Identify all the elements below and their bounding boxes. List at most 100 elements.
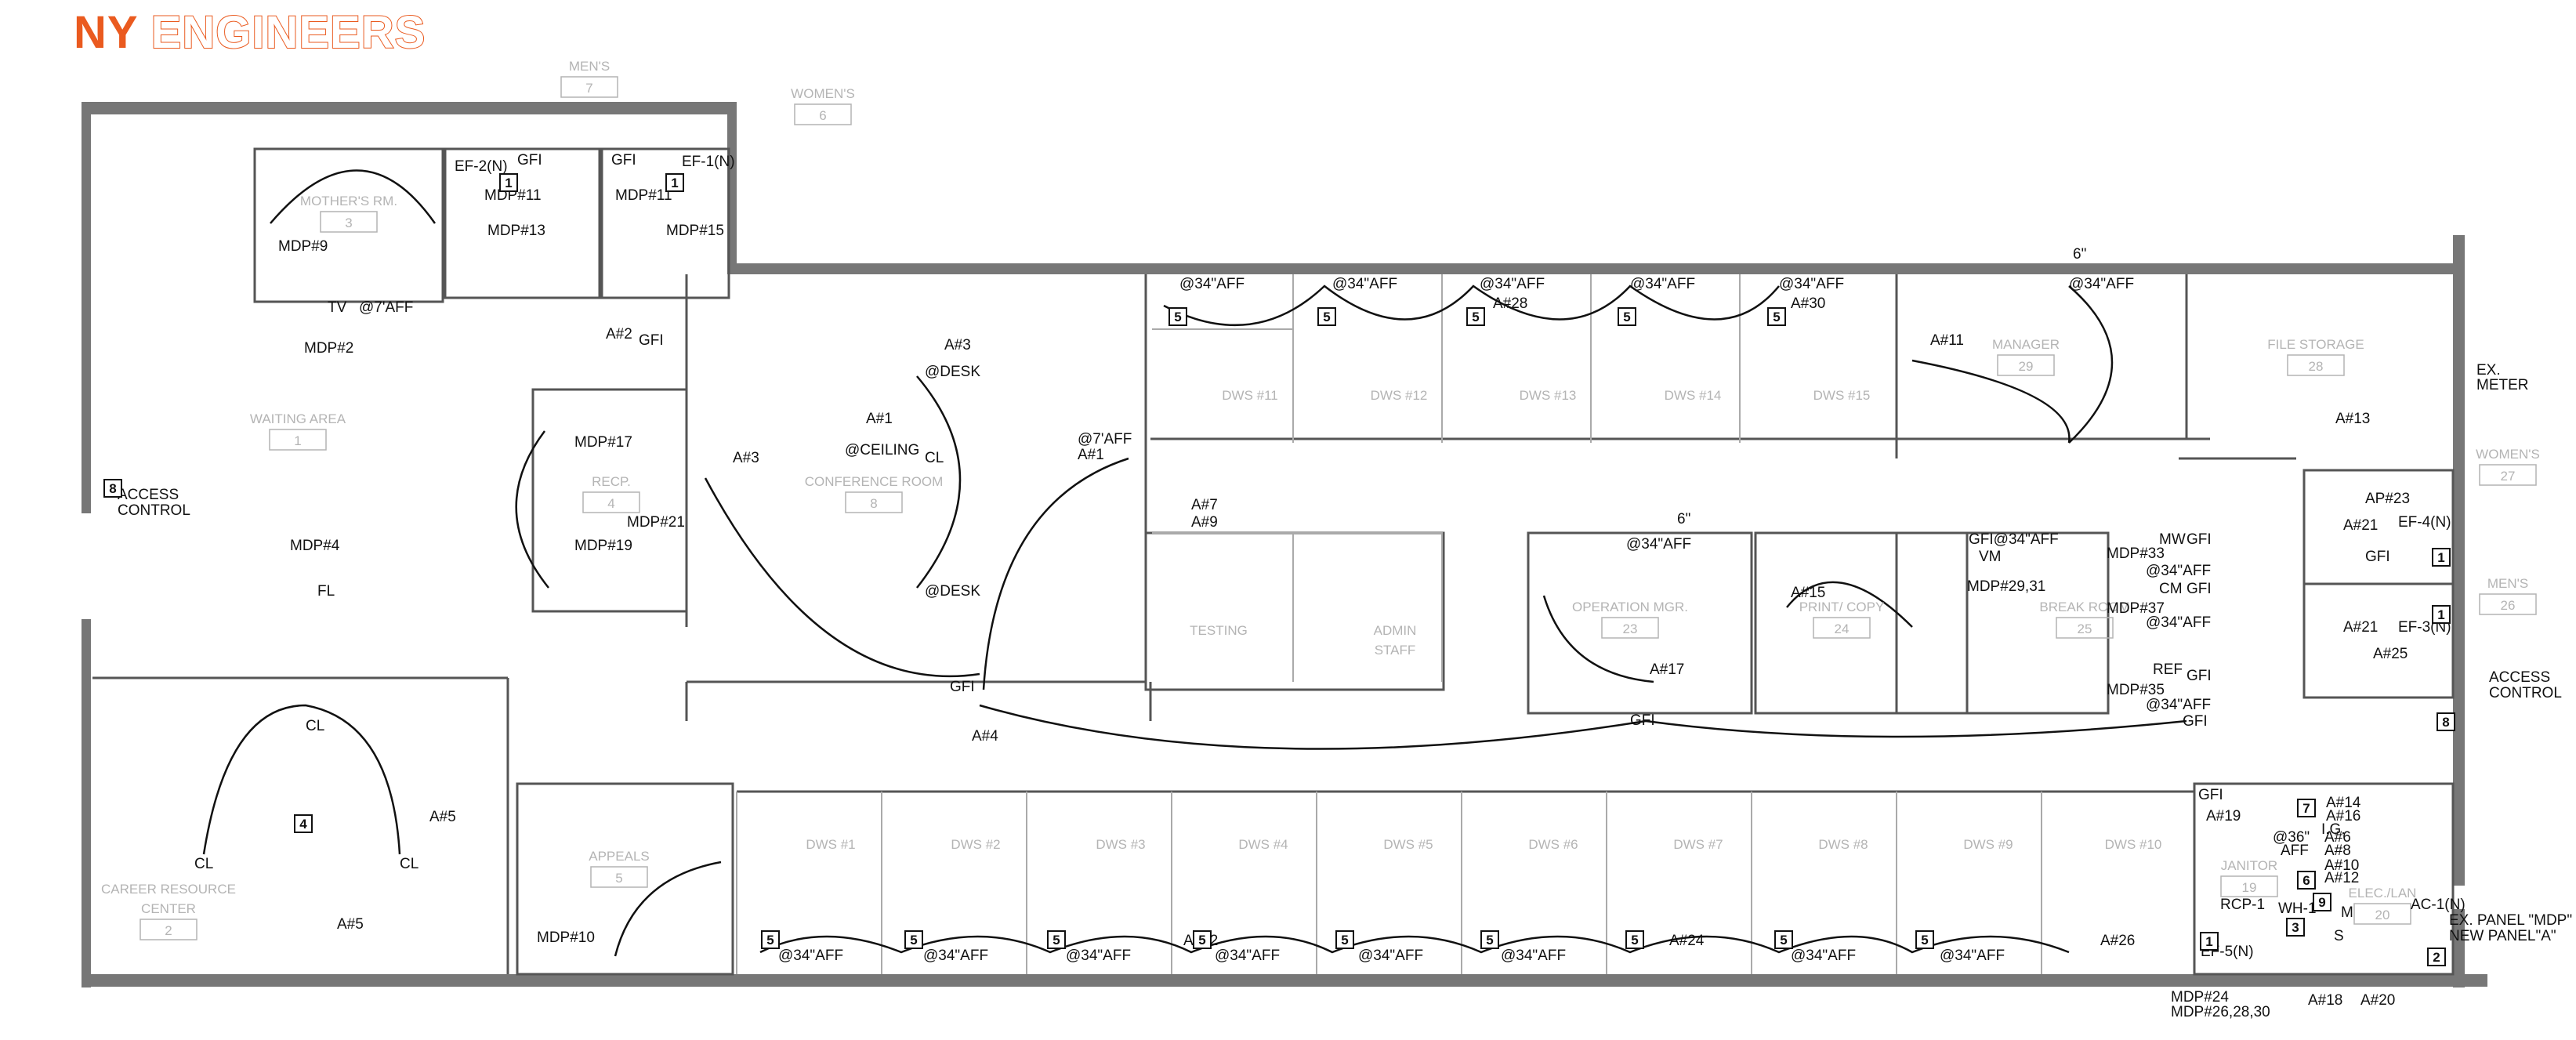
- room-name: PRINT/ COPY: [1799, 600, 1885, 614]
- annotation-label: @34"AFF: [1940, 948, 2005, 964]
- interior-walls: [92, 147, 2455, 976]
- annotation-label: A#21: [2343, 619, 2378, 636]
- room-number: 24: [1835, 621, 1850, 636]
- device-tag-box: [2297, 799, 2316, 817]
- room-number: 28: [2309, 359, 2324, 374]
- annotation-label: A#6: [2324, 829, 2351, 846]
- device-tag-box: [1317, 307, 1336, 326]
- device-tag-number: 5: [1053, 933, 1060, 948]
- device-tag-number: 1: [2205, 934, 2212, 949]
- room-name: CAREER RESOURCE: [101, 882, 236, 897]
- annotation-label: MDP#35: [2107, 682, 2165, 698]
- room-name: MEN'S: [2487, 576, 2528, 591]
- annotation-label: EX. PANEL "MDP": [2449, 912, 2572, 929]
- device-tag-number: 5: [1472, 310, 1479, 324]
- device-tag-box: [1915, 930, 1934, 949]
- room-number: 3: [345, 216, 352, 230]
- room-number-box: [2287, 354, 2345, 376]
- annotation-label: MDP#15: [666, 223, 724, 239]
- room-name: DWS #15: [1813, 388, 1871, 403]
- annotation-label: A#24: [1669, 933, 1705, 949]
- annotation-label: REF: [2153, 661, 2183, 678]
- device-tag-box: [1047, 930, 1066, 949]
- room-number-box: [2056, 617, 2114, 639]
- room-number: 27: [2501, 469, 2516, 484]
- annotation-label: MDP#4: [290, 538, 340, 554]
- annotation-label: CL: [925, 450, 944, 466]
- annotation-label: MDP#2: [304, 340, 353, 357]
- device-tag-number: 8: [109, 481, 116, 496]
- room-number-box: [2353, 903, 2411, 925]
- annotation-label: @34"AFF: [778, 948, 843, 964]
- device-tag-box: [1335, 930, 1354, 949]
- annotation-label: MDP#9: [278, 238, 328, 255]
- room-name: MANAGER: [1992, 337, 2060, 352]
- room-name: BREAK ROOM: [2039, 600, 2129, 614]
- annotation-label: A#2: [606, 326, 632, 342]
- room-name: TESTING: [1190, 623, 1248, 638]
- annotation-label: MDP#29,31: [1967, 578, 2045, 595]
- annotation-label: A#3: [944, 337, 971, 353]
- annotation-label: GFI: [517, 152, 542, 169]
- room-name: DWS #4: [1238, 837, 1288, 852]
- annotation-label: EX.: [2476, 362, 2501, 379]
- annotation-label: A#9: [1191, 514, 1218, 531]
- room-number-box: [269, 429, 327, 451]
- room-number-box: [2479, 593, 2537, 615]
- room-number: 8: [870, 496, 877, 511]
- annotation-label: 6": [2073, 246, 2086, 263]
- annotation-label: @34"AFF: [2069, 276, 2134, 292]
- room-name: FILE STORAGE: [2267, 337, 2364, 352]
- room-number-box: [794, 103, 852, 125]
- device-tag-number: 5: [1486, 933, 1493, 948]
- device-tag-number: 5: [1773, 310, 1780, 324]
- device-tag-number: 1: [2437, 550, 2444, 565]
- annotation-label: MDP#26,28,30: [2171, 1004, 2270, 1020]
- annotation-label: CL: [194, 856, 213, 872]
- logo-engineers: ENGINEERS: [150, 6, 426, 59]
- annotation-label: MDP#37: [2107, 600, 2165, 617]
- device-tag-box: [2297, 871, 2316, 890]
- room-name: DWS #11: [1222, 388, 1278, 403]
- annotation-label: MDP#19: [574, 538, 632, 554]
- annotation-label: CL: [400, 856, 418, 872]
- annotation-label: A#16: [2326, 808, 2360, 824]
- device-tag-box: [1767, 307, 1786, 326]
- room-number-box: [590, 866, 648, 888]
- annotation-label: @34"AFF: [1501, 948, 1566, 964]
- annotation-label: @34"AFF: [923, 948, 988, 964]
- device-tag-box: [2427, 948, 2446, 966]
- annotation-label: A#1: [866, 411, 893, 427]
- annotation-label: CONTROL: [2489, 685, 2562, 701]
- annotation-label: @34"AFF: [1480, 276, 1545, 292]
- annotation-label: @34"AFF: [1630, 276, 1695, 292]
- annotation-label: GFI: [2365, 549, 2390, 565]
- annotation-label: @DESK: [925, 583, 980, 600]
- annotation-label: METER: [2476, 377, 2529, 393]
- annotation-label: A#26: [2100, 933, 2135, 949]
- room-number: 6: [819, 108, 826, 123]
- room-name: DWS #14: [1665, 388, 1722, 403]
- device-tag-box: [2313, 893, 2331, 911]
- room-number-box: [1601, 617, 1659, 639]
- device-tag-box: [2437, 712, 2455, 731]
- room-number: 20: [2375, 908, 2390, 922]
- annotation-label: A#1: [1078, 447, 1104, 463]
- annotation-label: VM: [1979, 549, 2002, 565]
- annotation-label: @34"AFF: [1215, 948, 1280, 964]
- room-name: JANITOR: [2221, 858, 2277, 873]
- room-name: ADMIN: [1374, 623, 1417, 638]
- annotation-label: MDP#10: [537, 929, 595, 946]
- annotation-label: ACCESS: [2489, 669, 2550, 686]
- device-tag-number: 6: [2302, 873, 2310, 888]
- room-number: 7: [585, 81, 592, 96]
- room-number: 19: [2242, 880, 2257, 895]
- annotation-label: M: [2341, 904, 2353, 921]
- room-name: DWS #2: [951, 837, 1000, 852]
- device-tag-box: [1193, 930, 1212, 949]
- annotation-label: EF-4(N): [2398, 514, 2451, 531]
- room-number: 5: [615, 871, 622, 886]
- annotation-label: GFI: [2183, 713, 2208, 730]
